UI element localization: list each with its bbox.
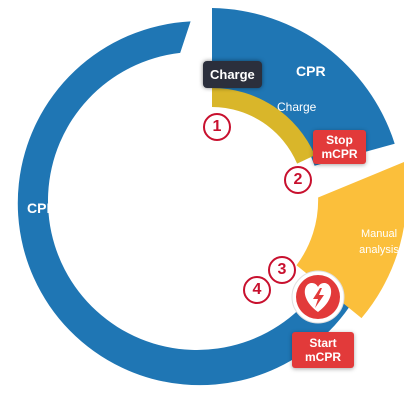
stop-mcpr-line2: mCPR	[321, 147, 358, 161]
start-mcpr-line1: Start	[309, 336, 337, 350]
start-mcpr-button[interactable]: Start mCPR	[292, 332, 354, 368]
step-1-marker: 1	[203, 113, 231, 141]
cpr-top-label: CPR	[296, 63, 326, 79]
charge-segment-label: Charge	[277, 100, 317, 114]
manual-analysis-label: Manual analysis	[354, 226, 404, 258]
step-4-marker: 4	[243, 276, 271, 304]
cpr-top-segment	[212, 8, 395, 166]
cpr-left-label: CPR	[27, 200, 57, 216]
manual-analysis-line2: analysis	[359, 244, 399, 256]
stop-mcpr-button[interactable]: Stop mCPR	[313, 130, 366, 164]
charge-segment	[212, 87, 315, 164]
heart-bolt-icon	[304, 283, 332, 312]
manual-analysis-line1: Manual	[360, 228, 398, 240]
stop-mcpr-line1: Stop	[326, 133, 353, 147]
step-2-marker: 2	[284, 166, 312, 194]
start-mcpr-line2: mCPR	[304, 350, 341, 364]
charge-button[interactable]: Charge	[203, 61, 262, 88]
step-3-marker: 3	[268, 256, 296, 284]
